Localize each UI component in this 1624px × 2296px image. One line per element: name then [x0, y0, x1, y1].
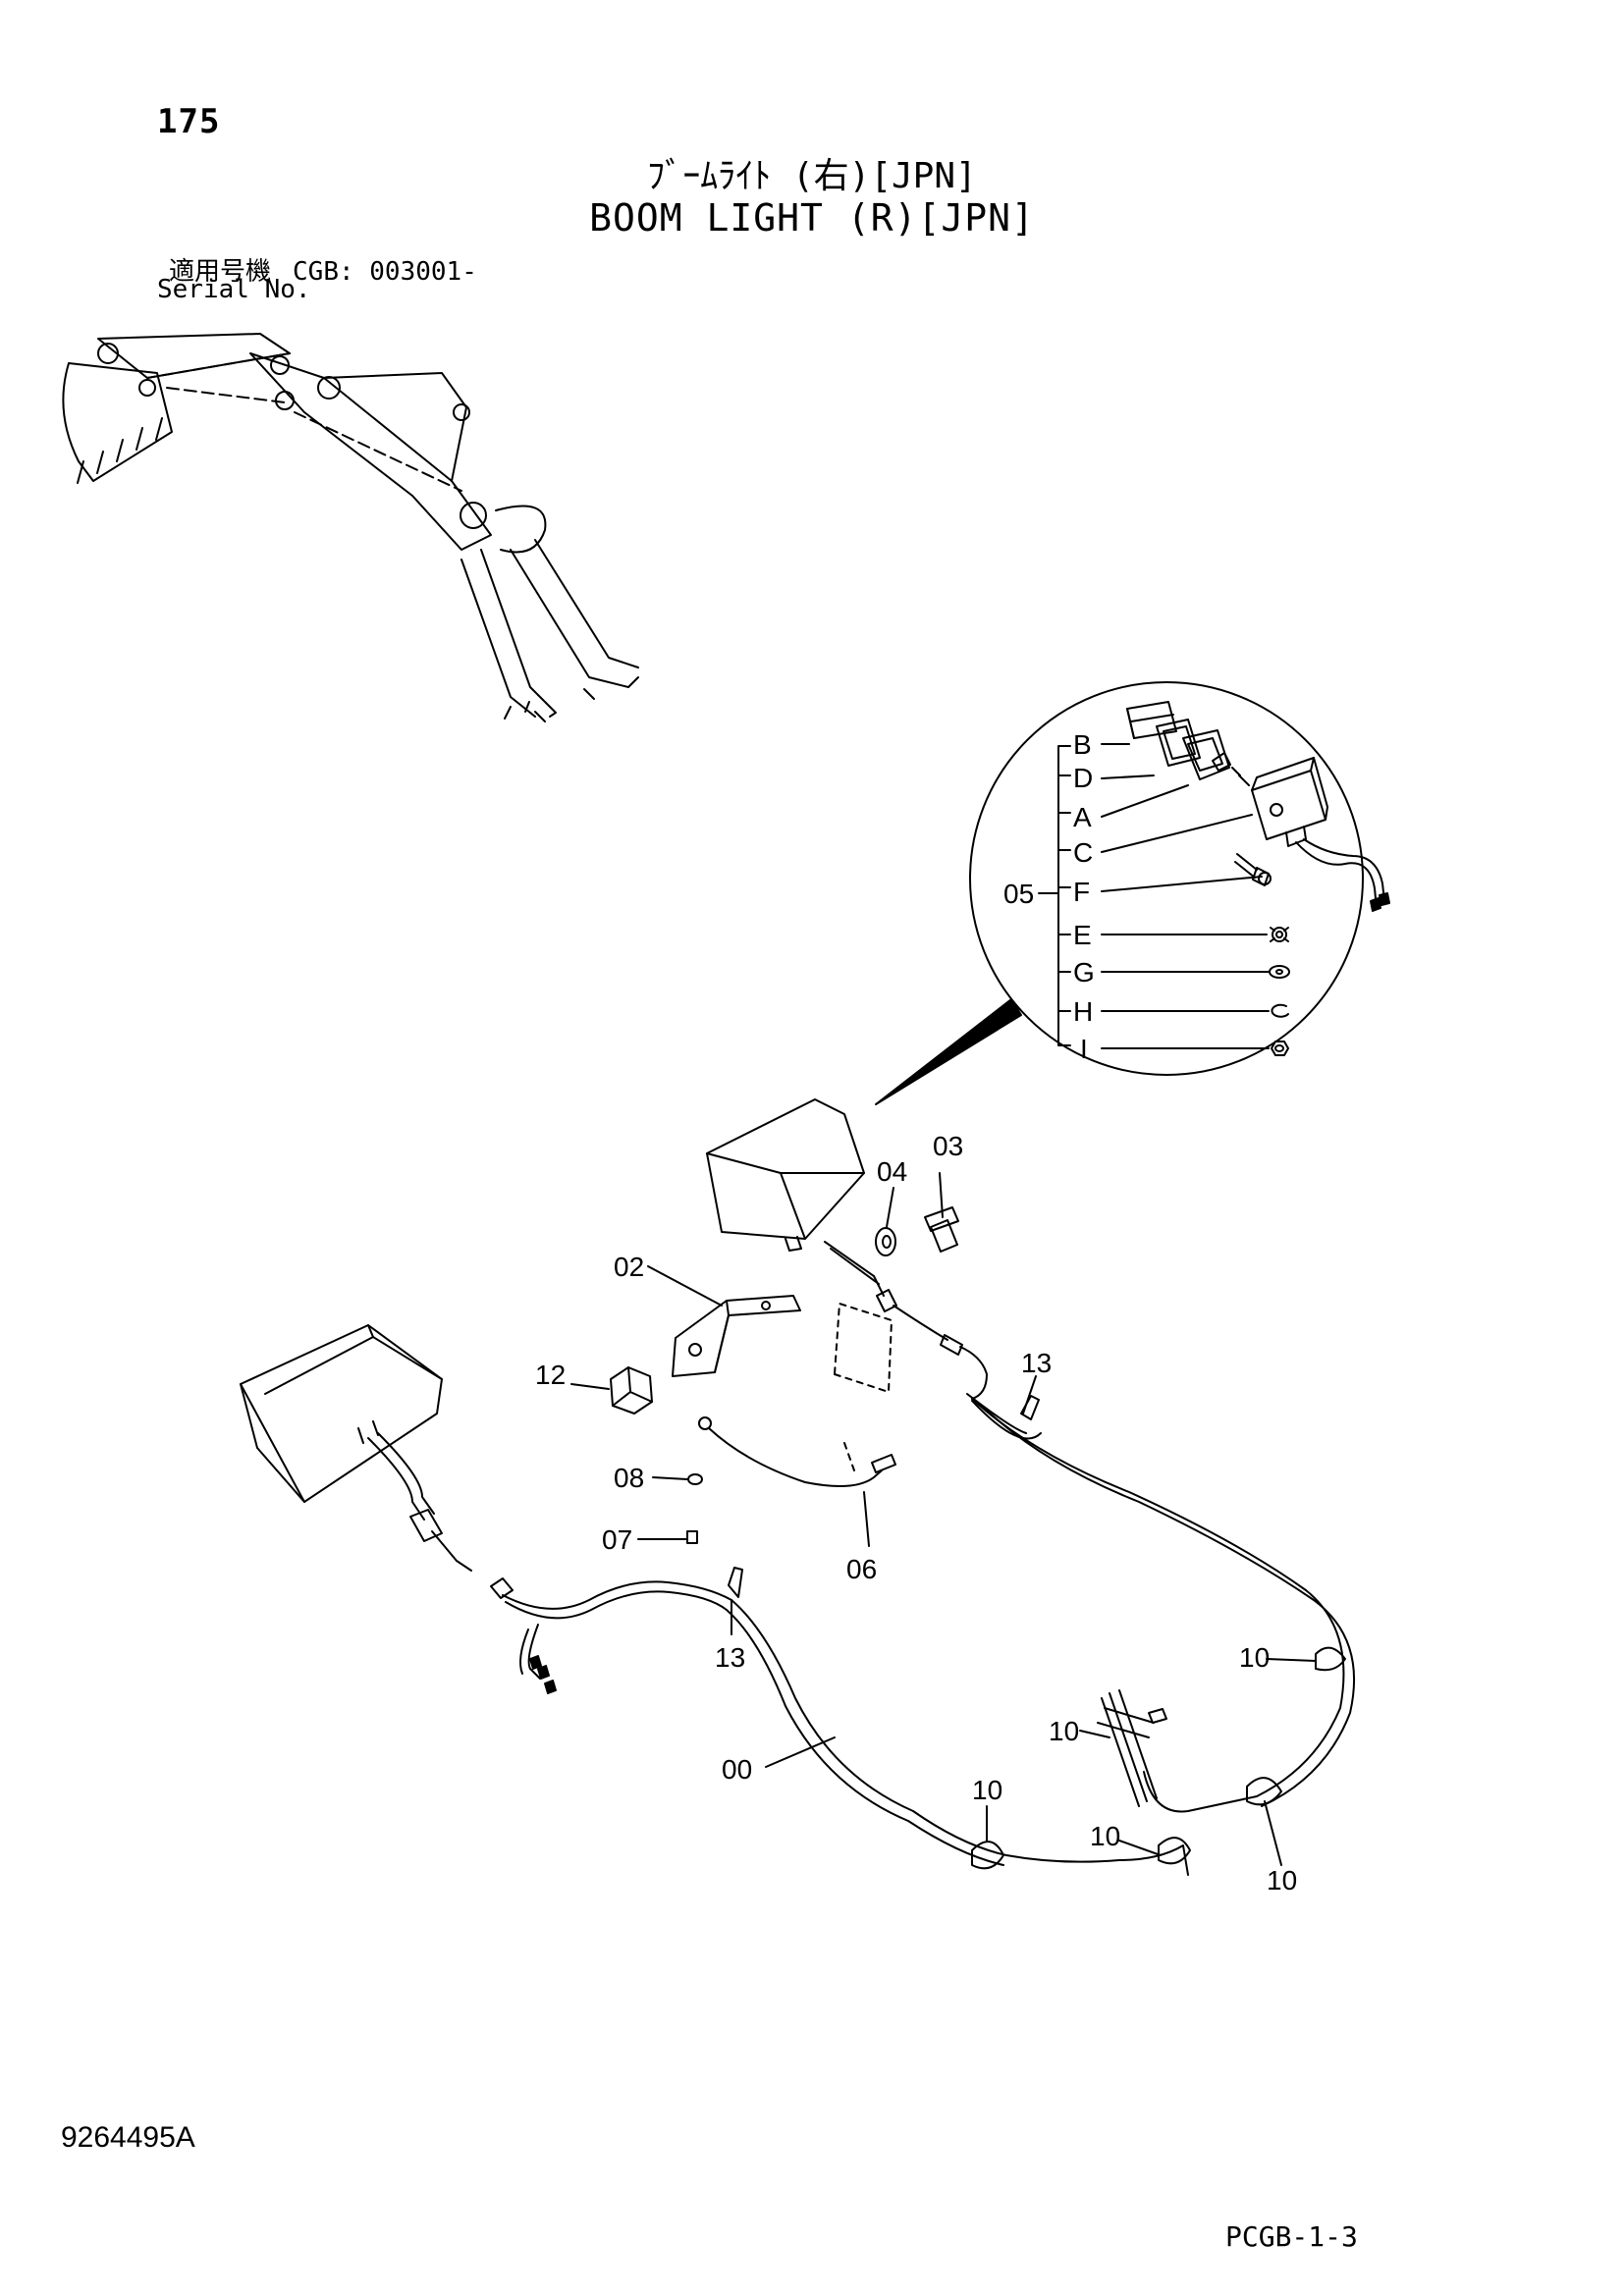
label-part-04: 04 [877, 1156, 907, 1187]
label-part-07: 07 [602, 1524, 632, 1555]
serial-label-jp: 適用号機 [169, 257, 272, 287]
bolt-07 [686, 1530, 698, 1544]
detail-label-c: C [1073, 837, 1093, 868]
harness-06 [698, 1303, 896, 1487]
label-part-03: 03 [933, 1131, 963, 1161]
detail-label-b: B [1073, 729, 1092, 760]
serial-value: CGB: 003001- [293, 257, 477, 287]
label-part-08: 08 [614, 1463, 644, 1493]
boom-light-lamp [706, 1098, 865, 1252]
label-part-13-upper: 13 [1021, 1348, 1052, 1378]
label-part-12: 12 [535, 1360, 566, 1390]
nut-12 [610, 1366, 653, 1415]
part-labels: 03 04 02 12 13 08 07 06 13 00 10 10 10 1… [535, 1131, 1297, 1896]
title-japanese: ﾌﾞｰﾑﾗｲﾄ (右)[JPN] [647, 156, 977, 196]
label-part-13-lower: 13 [715, 1642, 745, 1673]
excavator-boom-thumbnail [62, 333, 639, 722]
bolt-03 [924, 1206, 959, 1253]
label-part-02: 02 [614, 1252, 644, 1282]
bracket-02 [672, 1295, 801, 1377]
washer-04 [875, 1227, 896, 1256]
label-part-10-right: 10 [1239, 1642, 1270, 1673]
detail-label-i: I [1080, 1034, 1088, 1064]
label-leaders [570, 1172, 1317, 1866]
page-code: PCGB-1-3 [1225, 2220, 1358, 2253]
label-part-00: 00 [722, 1754, 752, 1785]
title-english: BOOM LIGHT (R)[JPN] [589, 196, 1035, 240]
detail-view-circle: B D A C F E G H I 05 [875, 681, 1390, 1105]
detail-group-label: 05 [1003, 879, 1034, 909]
detail-label-d: D [1073, 763, 1093, 793]
label-part-10-lower-left: 10 [972, 1775, 1002, 1805]
lamp-cable [824, 1241, 1042, 1440]
washer-08 [687, 1473, 703, 1485]
label-part-06: 06 [846, 1554, 877, 1584]
main-harness-00 [367, 1395, 1356, 1876]
page-number: 175 [157, 102, 221, 141]
label-part-10-lower-center: 10 [1090, 1821, 1120, 1851]
detail-label-f: F [1073, 877, 1090, 907]
boom-light-lamp-lower [240, 1324, 443, 1503]
label-part-10-lower-right: 10 [1267, 1865, 1297, 1896]
serial-label-en: Serial No. [157, 275, 311, 304]
document-number: 9264495A [61, 2121, 195, 2154]
detail-label-a: A [1073, 802, 1092, 832]
label-part-10-bundle: 10 [1049, 1716, 1079, 1746]
detail-label-g: G [1073, 957, 1095, 988]
detail-label-h: H [1073, 996, 1093, 1027]
detail-label-e: E [1073, 920, 1092, 950]
serial-applicability: 適用号機 CGB: 003001- [169, 251, 477, 288]
